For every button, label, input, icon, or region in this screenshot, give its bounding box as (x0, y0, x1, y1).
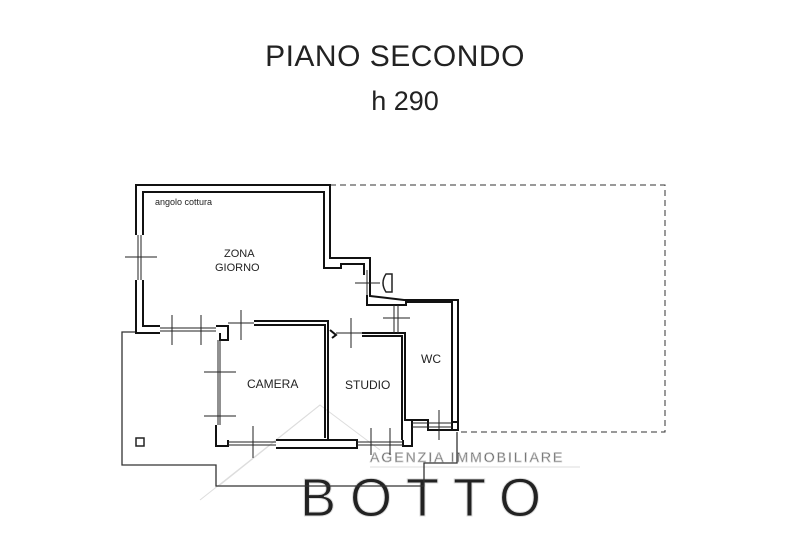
room-label-studio: STUDIO (345, 378, 390, 392)
watermark-brand: BOTTO (300, 468, 555, 528)
walls (135, 184, 459, 449)
watermark (199, 404, 580, 501)
watermark-agency: AGENZIA IMMOBILIARE (370, 449, 564, 465)
column-marker (135, 437, 145, 447)
dashed-boundary (330, 184, 666, 433)
windows (125, 235, 452, 458)
room-label-camera: CAMERA (247, 377, 298, 391)
terrace-outline (121, 331, 458, 487)
floor-title: PIANO SECONDO (265, 40, 525, 73)
room-label-wc: WC (421, 352, 441, 366)
ceiling-height: h 290 (371, 86, 439, 116)
room-label-kitchen: angolo cottura (155, 197, 212, 207)
room-label-living-2: GIORNO (215, 262, 260, 274)
room-label-living-1: ZONA (224, 248, 255, 260)
boiler-icon (382, 273, 393, 293)
